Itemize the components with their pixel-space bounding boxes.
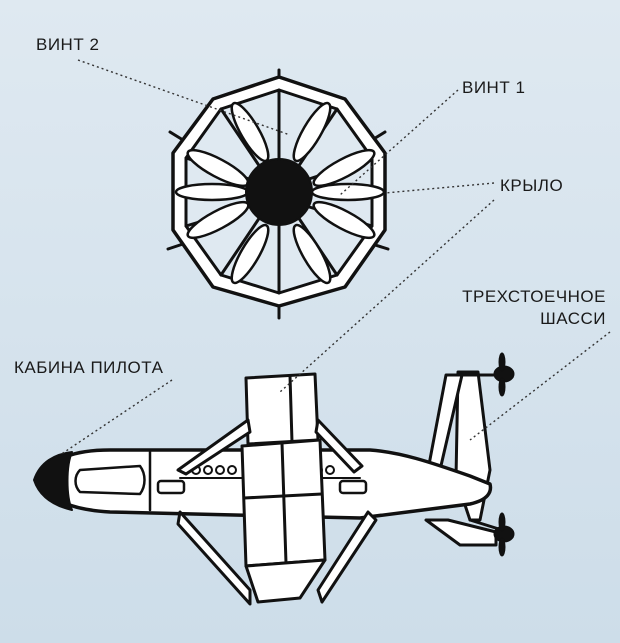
label-cockpit: КАБИНА ПИЛОТА bbox=[14, 358, 164, 377]
landing-gear-struts bbox=[424, 370, 504, 547]
propeller-hub bbox=[245, 158, 313, 226]
label-landing-gear-line1: ТРЕХСТОЕЧНОЕ bbox=[462, 287, 606, 306]
leader-lines bbox=[59, 59, 611, 456]
ring-wing-side bbox=[176, 372, 378, 606]
front-view bbox=[166, 68, 390, 320]
side-view bbox=[33, 352, 515, 606]
label-propeller-1: ВИНТ 1 bbox=[462, 78, 526, 97]
label-wing: КРЫЛО bbox=[500, 176, 564, 195]
nose-cone bbox=[33, 451, 73, 511]
landing-gear-wheels bbox=[493, 352, 515, 557]
label-propeller-2: ВИНТ 2 bbox=[36, 35, 100, 54]
side-pod-left bbox=[156, 479, 186, 495]
cockpit-canopy bbox=[74, 464, 146, 496]
label-landing-gear: ТРЕХСТОЕЧНОЕ ШАССИ bbox=[440, 286, 606, 330]
propeller-blades bbox=[174, 101, 386, 285]
side-pod-right bbox=[338, 479, 368, 495]
label-landing-gear-line2: ШАССИ bbox=[540, 309, 606, 328]
